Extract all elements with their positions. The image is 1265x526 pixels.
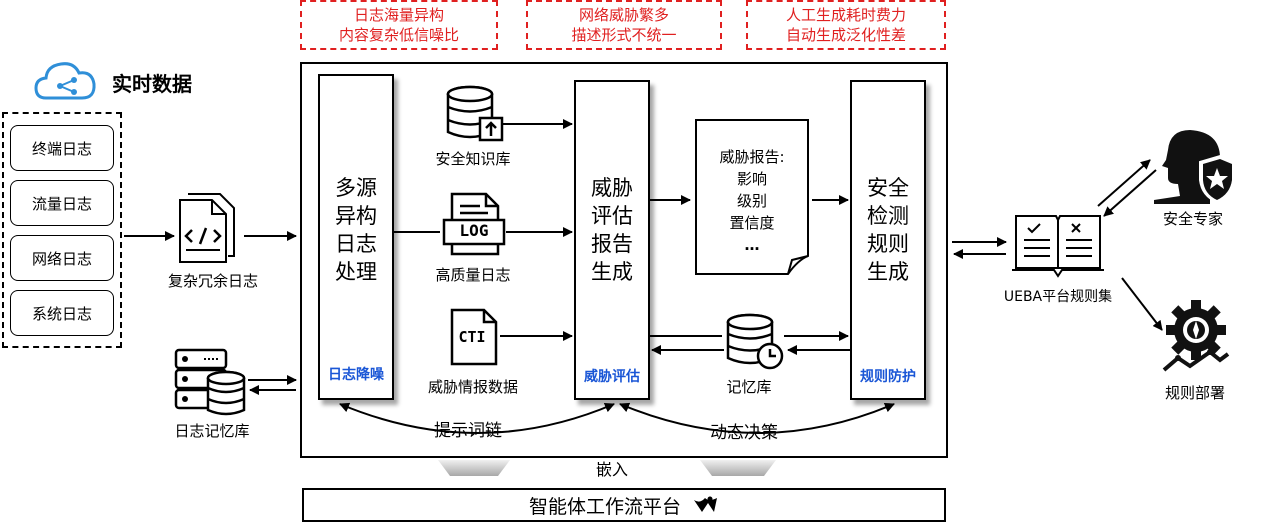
- challenge-2-line1: 网络威胁繁多: [578, 6, 669, 24]
- platform-bar: 智能体工作流平台: [302, 488, 946, 522]
- log-sources-panel: [2, 112, 122, 348]
- memory-database-icon: [724, 312, 786, 372]
- cloud-network-icon: [34, 58, 98, 104]
- stage-threat-report: 威胁 评估 报告 生成 威胁评估: [574, 80, 650, 400]
- challenge-1-line2: 内容复杂低信噪比: [338, 26, 459, 44]
- stage3-line3: 规则: [867, 232, 909, 256]
- stage2-line4: 生成: [591, 260, 633, 284]
- workflow-logo-icon: [691, 494, 719, 516]
- rule-deploy-gear-icon: [1160, 300, 1232, 376]
- stage1-tag: 日志降噪: [328, 367, 384, 383]
- stage2-tag: 威胁评估: [584, 369, 640, 385]
- platform-label: 智能体工作流平台: [528, 495, 681, 518]
- report-item-impact: 影响: [736, 170, 767, 188]
- embed-label: 嵌入: [596, 460, 629, 479]
- stage2-line3: 报告: [591, 232, 633, 256]
- prompt-chain-label: 提示词链: [434, 421, 502, 441]
- stage1-line1: 多源: [335, 176, 377, 200]
- cti-icon-text: CTI: [458, 328, 486, 346]
- challenge-3-line2: 自动生成泛化性差: [785, 26, 906, 44]
- log-file-icon: LOG: [442, 190, 506, 258]
- challenge-1-line1: 日志海量异构: [353, 6, 444, 24]
- deploy-label: 规则部署: [1164, 384, 1225, 402]
- challenge-box-3: 人工生成耗时费力 自动生成泛化性差: [746, 0, 946, 50]
- ruleset-book-icon: [1010, 208, 1106, 280]
- report-item-level: 级别: [736, 192, 767, 210]
- log-source-traffic: 流量日志: [10, 180, 114, 226]
- stage3-line4: 生成: [867, 260, 909, 284]
- stage1-line2: 异构: [335, 204, 377, 228]
- realtime-title: 实时数据: [112, 72, 192, 96]
- log-source-system: 系统日志: [10, 290, 114, 336]
- challenge-box-2: 网络威胁繁多 描述形式不统一: [526, 0, 722, 50]
- memory-db-label: 日志记忆库: [174, 422, 250, 440]
- stage-rule-generation: 安全 检测 规则 生成 规则防护: [850, 80, 926, 400]
- workflow-container: [300, 62, 948, 458]
- stage2-line2: 评估: [591, 204, 633, 228]
- log-source-network: 网络日志: [10, 235, 114, 281]
- challenge-3-line1: 人工生成耗时费力: [785, 6, 906, 24]
- report-item-confidence: 置信度: [729, 214, 775, 232]
- code-document-icon: [176, 190, 242, 264]
- cti-label: 威胁情报数据: [427, 378, 518, 396]
- stage1-line3: 日志: [335, 232, 377, 256]
- server-database-icon: [172, 348, 250, 418]
- stage3-tag: 规则防护: [860, 369, 916, 385]
- stage2-line1: 威胁: [591, 176, 633, 200]
- kb-label: 安全知识库: [435, 150, 511, 168]
- redundant-logs-label: 复杂冗余日志: [167, 272, 258, 290]
- security-expert-icon: [1150, 126, 1236, 204]
- log-icon-text: LOG: [459, 221, 489, 240]
- knowledge-database-icon: [444, 84, 510, 144]
- stage3-line1: 安全: [867, 176, 909, 200]
- threat-report-doc: 威胁报告: 影响 级别 置信度 …: [692, 118, 812, 276]
- report-title: 威胁报告:: [719, 148, 785, 166]
- stage-log-processing: 多源 异构 日志 处理 日志降噪: [318, 74, 394, 400]
- cti-file-icon: CTI: [448, 306, 500, 368]
- ruleset-label: UEBA平台规则集: [1003, 289, 1113, 305]
- stage3-line2: 检测: [867, 204, 909, 228]
- expert-label: 安全专家: [1162, 210, 1223, 228]
- memory-label: 记忆库: [726, 378, 772, 396]
- challenge-box-1: 日志海量异构 内容复杂低信噪比: [300, 0, 498, 50]
- stage1-line4: 处理: [335, 260, 377, 284]
- challenge-2-line2: 描述形式不统一: [571, 26, 677, 44]
- hq-log-label: 高质量日志: [435, 266, 511, 284]
- report-item-more: …: [744, 236, 760, 254]
- log-source-terminal: 终端日志: [10, 125, 114, 171]
